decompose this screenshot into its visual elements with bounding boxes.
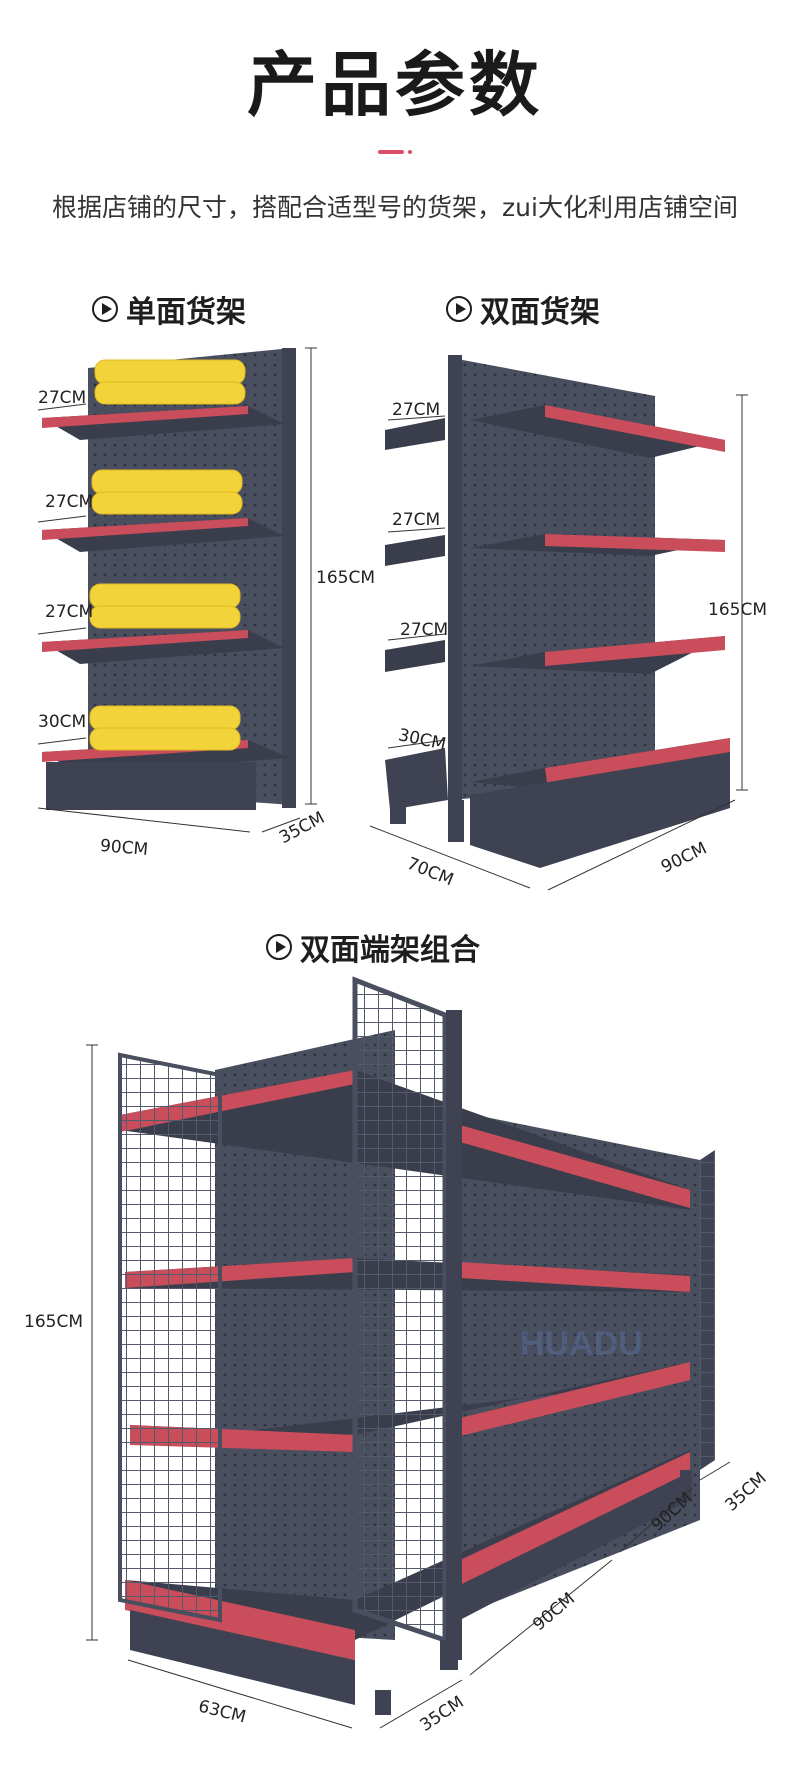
title-underline-dot <box>408 150 412 154</box>
watermark-logo: HUADU <box>520 1325 643 1363</box>
single-height: 165CM <box>316 568 375 588</box>
double-shelf-depth-2: 27CM <box>392 510 441 530</box>
double-shelf-depth-3: 27CM <box>400 620 449 640</box>
single-shelf-depth-1: 27CM <box>38 388 87 408</box>
single-shelf-depth-3: 27CM <box>45 602 94 622</box>
double-height: 165CM <box>708 600 767 620</box>
section-title-double-label: 双面货架 <box>480 295 600 330</box>
double-shelf-depth-1: 27CM <box>392 400 441 420</box>
section-title-combo-label: 双面端架组合 <box>300 933 480 968</box>
section-title-double: 双面货架 <box>446 287 600 331</box>
single-shelf-depth-2: 27CM <box>45 492 94 512</box>
section-title-single: 单面货架 <box>92 287 246 331</box>
play-circle-icon <box>92 296 118 322</box>
play-circle-icon <box>266 934 292 960</box>
page-title: 产品参数 <box>247 44 543 126</box>
combo-height: 165CM <box>24 1312 83 1332</box>
play-circle-icon <box>446 296 472 322</box>
section-title-combo: 双面端架组合 <box>266 925 480 969</box>
section-title-single-label: 单面货架 <box>126 295 246 330</box>
page-subtitle: 根据店铺的尺寸，搭配合适型号的货架，zui大化利用店铺空间 <box>52 193 738 222</box>
title-underline <box>378 150 404 154</box>
single-shelf-depth-4: 30CM <box>38 712 87 732</box>
